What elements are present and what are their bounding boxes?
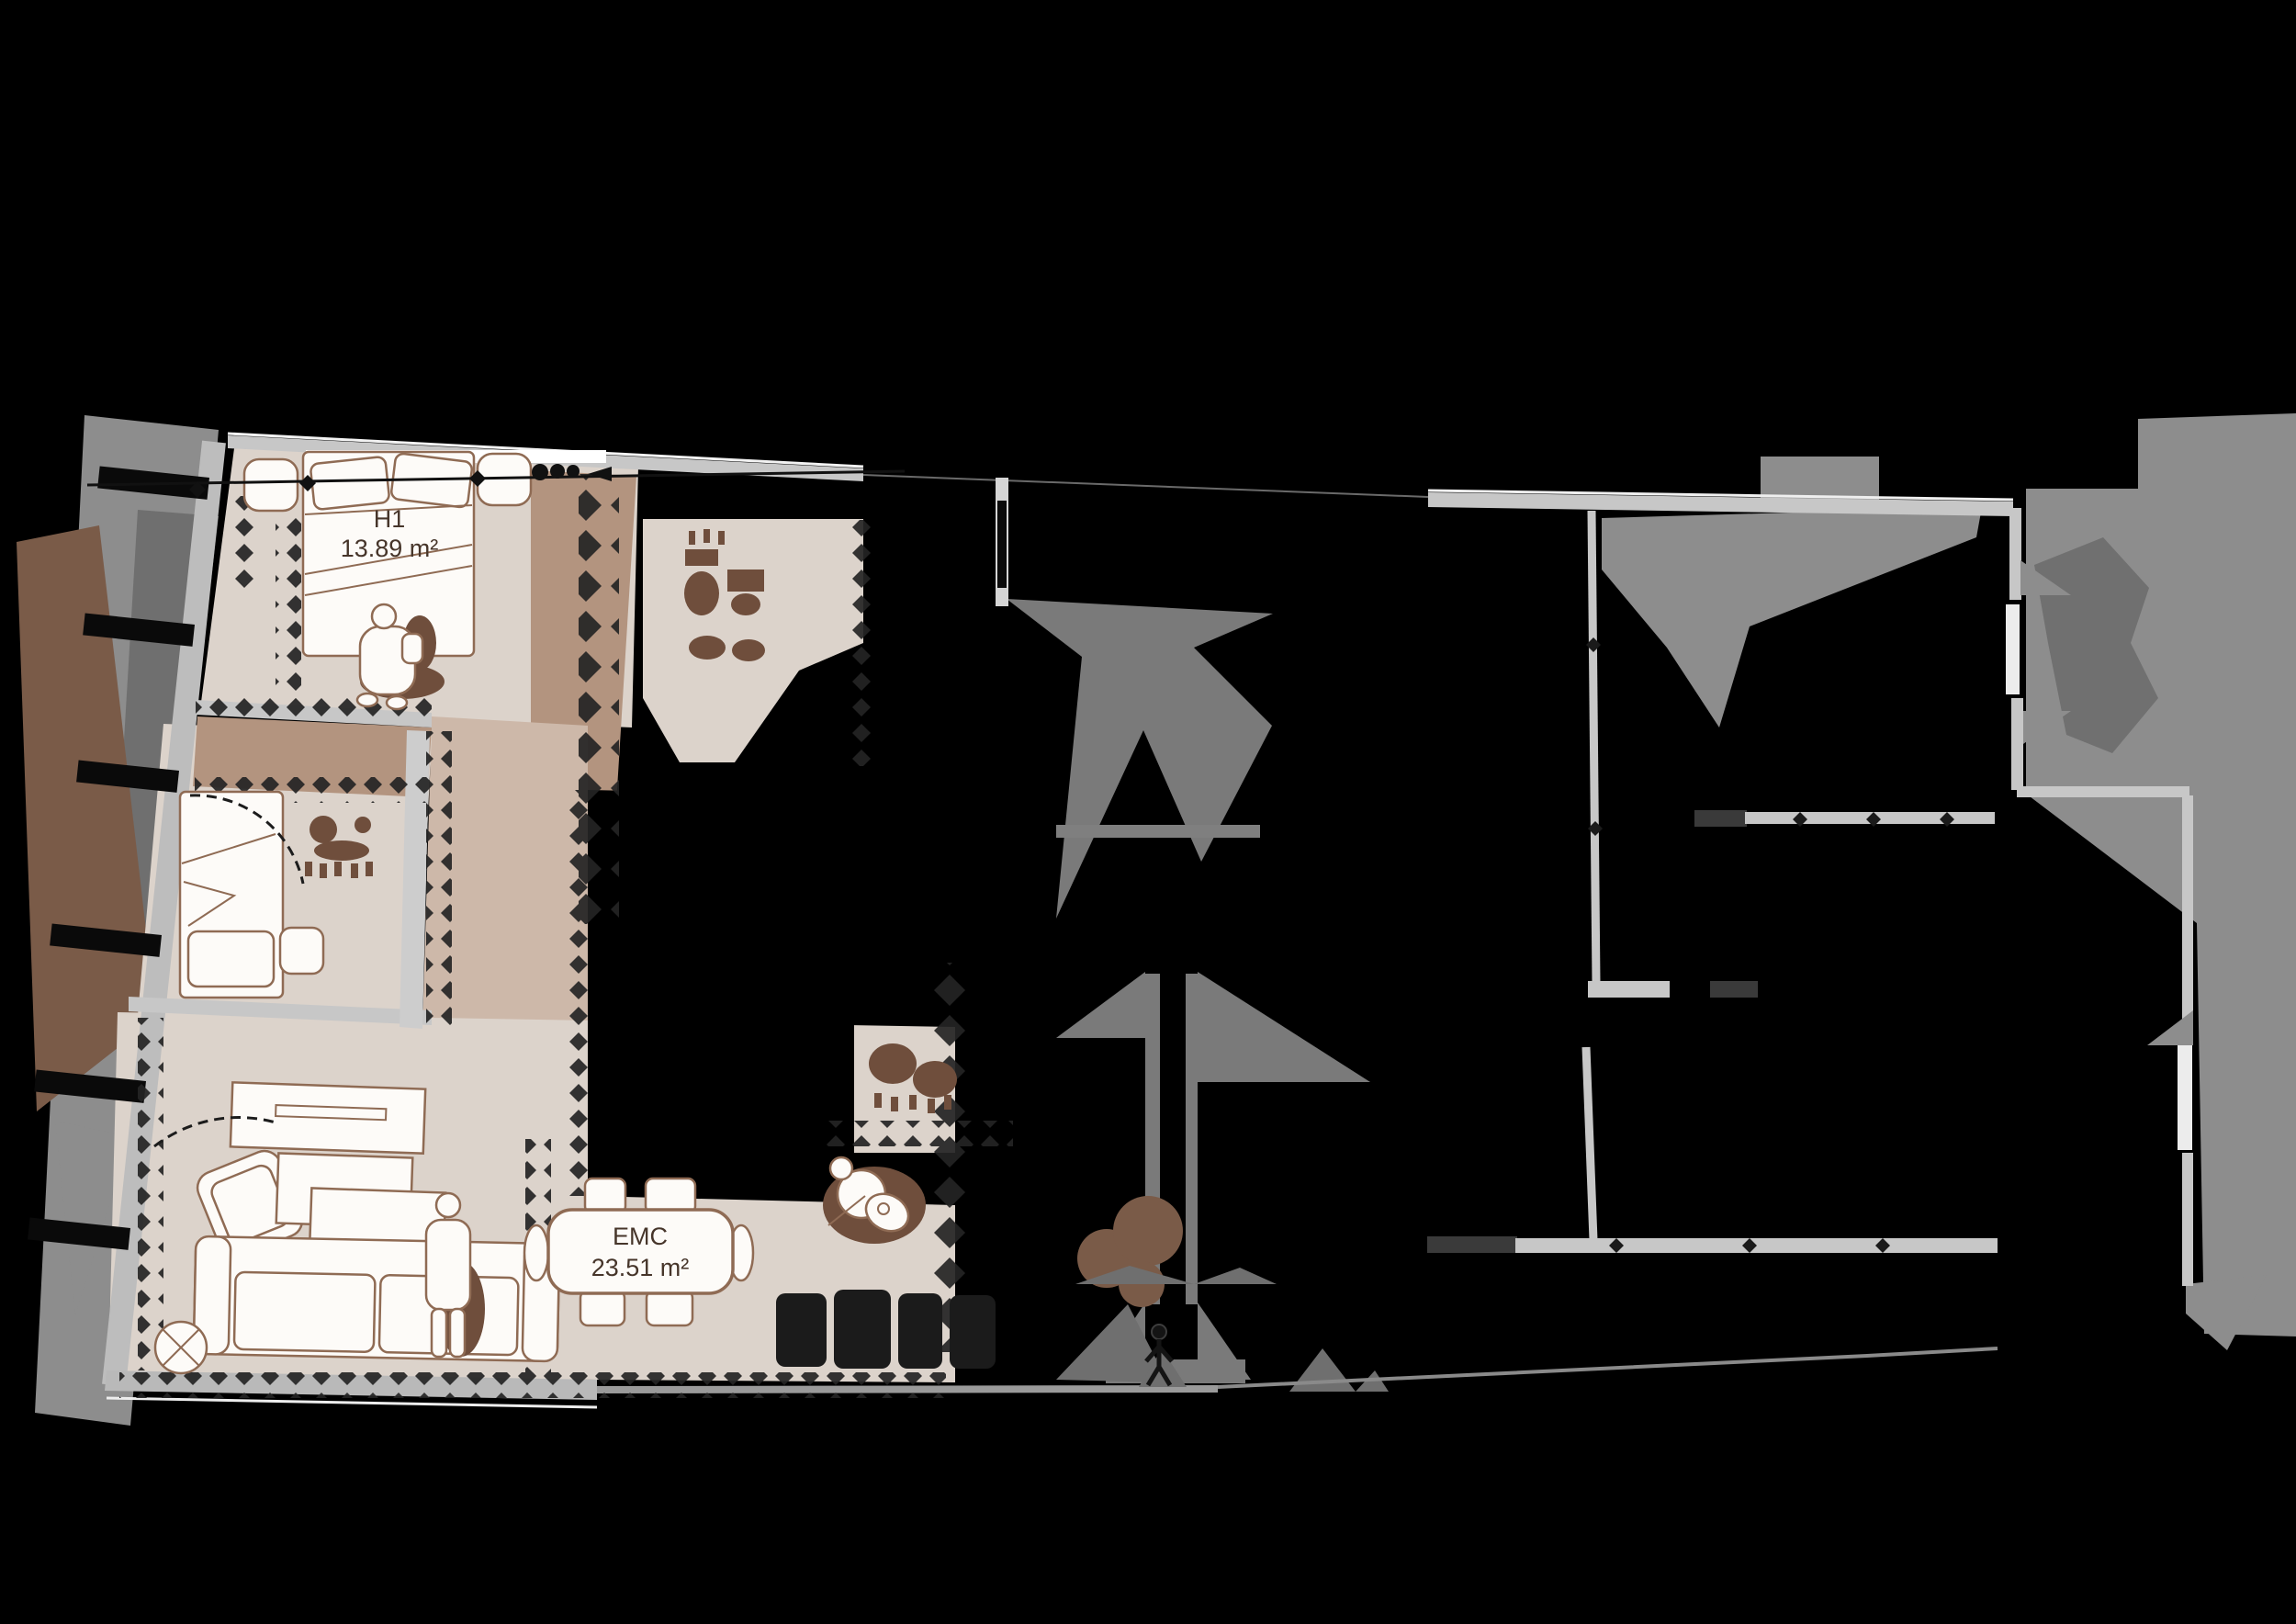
room-emc-area: 23.51 m² <box>591 1254 690 1281</box>
dining-set: EMC 23.51 m² <box>523 1177 755 1327</box>
head <box>828 1156 854 1181</box>
wall-bedroom2-right <box>400 730 430 1029</box>
person-small-dark <box>1139 1324 1187 1387</box>
bed-single <box>178 790 285 999</box>
living-room: EMC 23.51 m² <box>153 1043 996 1375</box>
gray-wedge <box>1602 507 1982 727</box>
window <box>83 613 195 647</box>
chairs-brown <box>869 1043 957 1113</box>
site-gray-shapes <box>1007 413 2296 1392</box>
chair <box>579 1289 626 1327</box>
stool <box>278 926 325 976</box>
person-standing <box>424 1191 485 1359</box>
pillow <box>186 930 276 988</box>
toilet-icon <box>684 571 719 615</box>
corridor-floor <box>422 716 588 1038</box>
door-leaf <box>2178 1045 2192 1150</box>
sofa-armrest <box>192 1235 232 1356</box>
sink-icon <box>727 570 764 592</box>
sideboard <box>229 1081 427 1155</box>
kitchen-block <box>588 790 955 1205</box>
person-sitting <box>355 603 445 711</box>
room-h1-code: H1 <box>374 505 406 533</box>
kitchen-counter <box>776 1290 996 1369</box>
room-h1-area: 13.89 m² <box>341 535 439 562</box>
pillow <box>310 456 390 511</box>
chair <box>523 1224 550 1282</box>
sofa-cushion <box>232 1270 377 1353</box>
tree-symbol-1 <box>1007 599 1273 919</box>
chair <box>645 1289 694 1327</box>
wall-divider-2 <box>129 997 432 1025</box>
window <box>28 1217 130 1250</box>
window <box>34 1069 146 1103</box>
door-swing-arc <box>189 794 305 885</box>
bedroom-h1: H1 13.89 m² <box>86 450 906 711</box>
toilet-tank <box>685 549 718 566</box>
head <box>370 603 398 630</box>
desk-chair <box>305 816 373 878</box>
person-guitar <box>823 1156 926 1244</box>
dimension-line <box>86 464 906 498</box>
window <box>50 923 162 957</box>
sofa <box>192 1235 561 1363</box>
head <box>434 1191 462 1219</box>
round-side-table <box>153 1320 208 1375</box>
dining-table <box>546 1208 735 1295</box>
bathroom-fixtures <box>684 529 765 661</box>
walls-neighbor <box>1427 489 2193 1286</box>
wall-left-windows <box>28 440 226 1387</box>
door-leaf <box>2006 604 2020 694</box>
window <box>76 760 180 793</box>
bedroom-2 <box>178 790 373 999</box>
nightstand-left <box>242 457 299 513</box>
room-emc-code: EMC <box>613 1223 668 1250</box>
